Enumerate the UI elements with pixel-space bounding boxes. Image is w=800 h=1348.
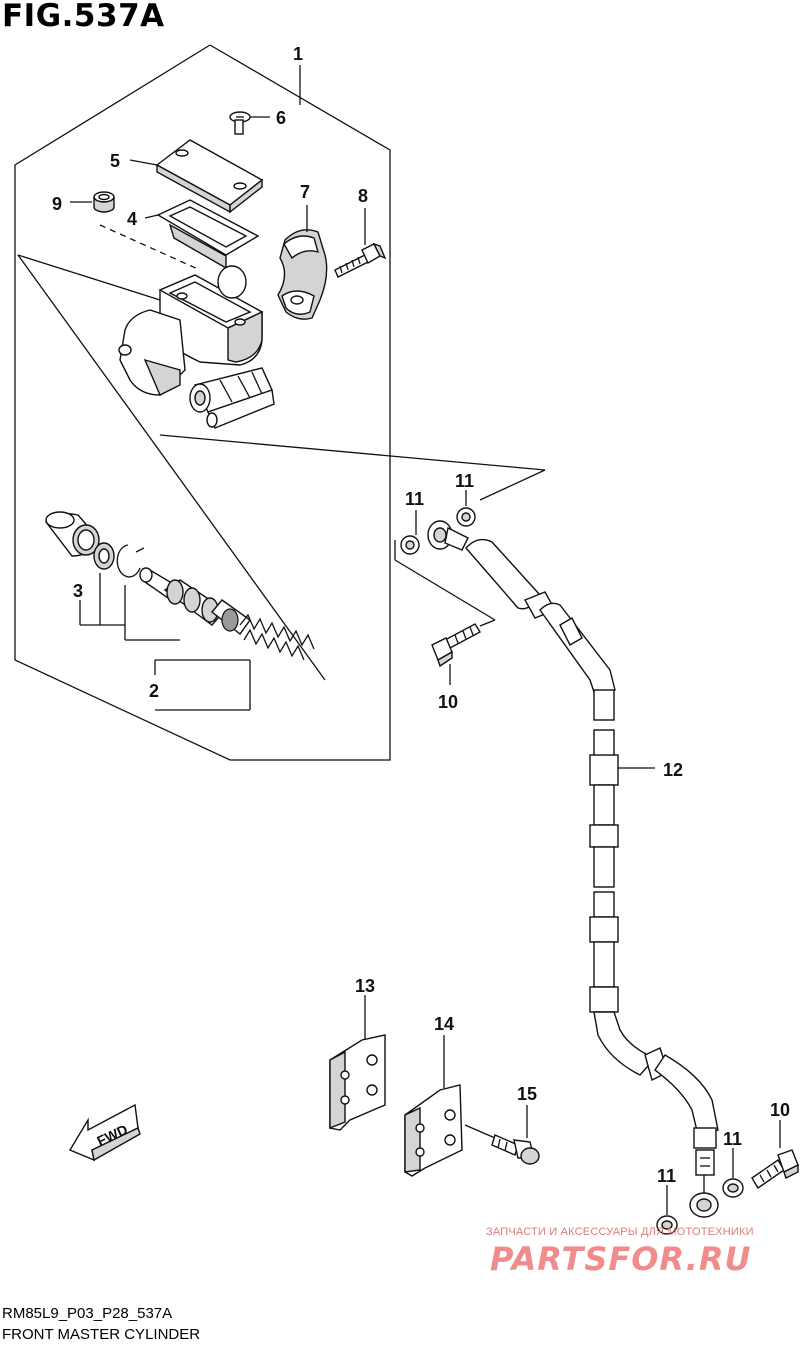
part-9-seal <box>70 191 115 213</box>
piston-kit-leaders <box>79 573 251 711</box>
callout-13: 13 <box>355 976 375 996</box>
assembly-outline <box>14 44 546 761</box>
fwd-arrow-icon: FWD <box>68 1103 141 1162</box>
callout-1: 1 <box>293 44 303 64</box>
callout-labels: 1 2 3 4 5 6 7 8 9 10 10 11 11 11 11 12 1… <box>52 44 790 1186</box>
master-cylinder-body <box>118 265 275 429</box>
part-2-piston-assembly <box>139 567 315 661</box>
part-12-brake-hose <box>427 520 719 1218</box>
figure-name: FRONT MASTER CYLINDER <box>2 1326 201 1343</box>
callout-9: 9 <box>52 194 62 214</box>
callout-4: 4 <box>127 209 137 229</box>
figure-code: RM85L9_P03_P28_537A <box>2 1305 173 1322</box>
hose-top-washers <box>394 490 476 560</box>
part-washer-circlip <box>93 542 145 578</box>
callout-10-top: 10 <box>438 692 458 712</box>
watermark-tagline: ЗАПЧАСТИ И АКСЕССУАРЫ ДЛЯ МОТОТЕХНИКИ <box>486 1226 754 1238</box>
callout-11-c: 11 <box>723 1129 742 1149</box>
part-3-piston-cup <box>45 511 100 557</box>
part-4-diaphragm <box>144 199 260 270</box>
callout-11-b: 11 <box>455 471 474 491</box>
part-13-bracket <box>329 995 386 1131</box>
callout-5: 5 <box>110 151 120 171</box>
callout-2: 2 <box>149 681 159 701</box>
callout-12: 12 <box>663 760 683 780</box>
part-8-bolt <box>334 208 387 278</box>
callout-10-bottom: 10 <box>770 1100 790 1120</box>
callout-15: 15 <box>517 1084 537 1104</box>
callout-7: 7 <box>300 182 310 202</box>
part-10-banjo-bolt-top <box>431 619 496 685</box>
watermark-logo: PARTSFOR.RU <box>490 1240 752 1278</box>
callout-3: 3 <box>73 581 83 601</box>
part-6-screw <box>229 111 270 135</box>
hose-bottom-washers <box>656 1148 744 1235</box>
callout-11-d: 11 <box>657 1166 676 1186</box>
part-10-banjo-bolt-bottom <box>751 1120 799 1190</box>
callout-8: 8 <box>358 186 368 206</box>
part-7-clamp <box>277 205 328 320</box>
part-15-bolt <box>464 1105 540 1165</box>
callout-11-a: 11 <box>405 489 424 509</box>
part-5-reservoir-cap <box>129 139 264 214</box>
figure-title: FIG.537A <box>2 0 165 34</box>
callout-6: 6 <box>276 108 286 128</box>
part-14-bracket <box>404 1035 463 1177</box>
callout-14: 14 <box>434 1014 454 1034</box>
